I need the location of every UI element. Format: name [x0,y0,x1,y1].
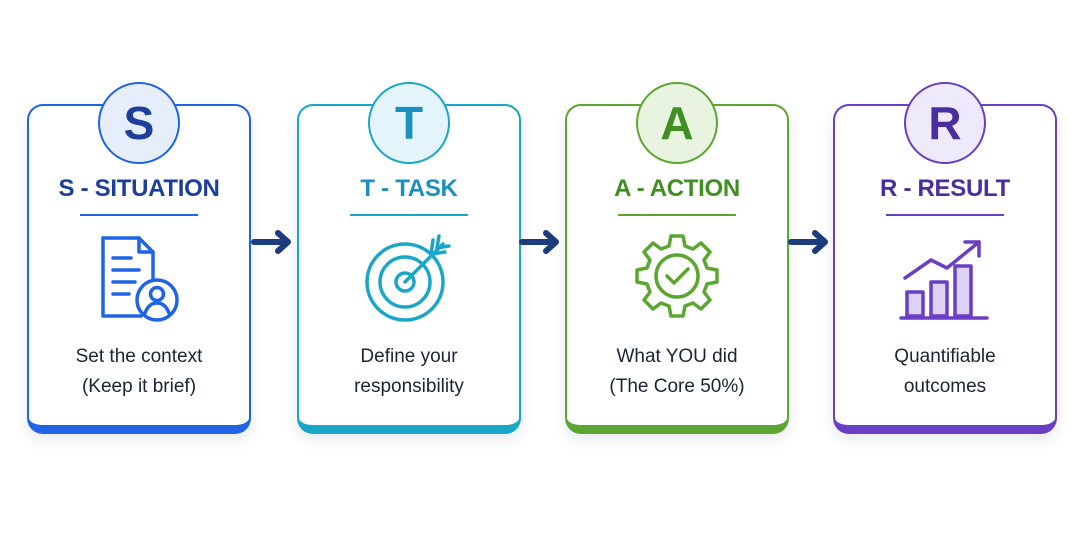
action-letter-badge: A [636,82,718,164]
result-description: Quantifiable outcomes [833,342,1057,402]
task-description-line1: Define your [360,346,458,367]
target-icon [359,228,459,333]
result-underline [886,214,1004,216]
gear-check-icon [629,230,725,331]
task-letter-badge: T [368,82,450,164]
action-description-line2: (The Core 50%) [609,376,745,397]
arrow-right-icon [787,227,833,257]
situation-description-line1: Set the context [75,346,203,367]
action-description: What YOU did (The Core 50%) [565,342,789,402]
result-title: R - RESULT [880,175,1010,202]
task-title: T - TASK [360,175,458,202]
situation-underline [80,214,198,216]
growth-chart-icon [895,230,995,331]
situation-description: Set the context (Keep it brief) [27,342,251,402]
result-description-line1: Quantifiable [894,346,996,367]
task-underline [350,214,468,216]
document-user-icon [91,230,187,331]
situation-title: S - SITUATION [58,175,220,202]
result-description-line2: outcomes [903,376,987,397]
task-description-line2: responsibility [354,376,464,397]
arrow-right-icon [518,227,564,257]
situation-letter-badge: S [98,82,180,164]
arrow-right-icon [250,227,296,257]
action-description-line1: What YOU did [616,346,738,367]
situation-description-line2: (Keep it brief) [81,376,197,397]
action-underline [618,214,736,216]
task-description: Define your responsibility [297,342,521,402]
action-title: A - ACTION [614,175,740,202]
result-letter-badge: R [904,82,986,164]
